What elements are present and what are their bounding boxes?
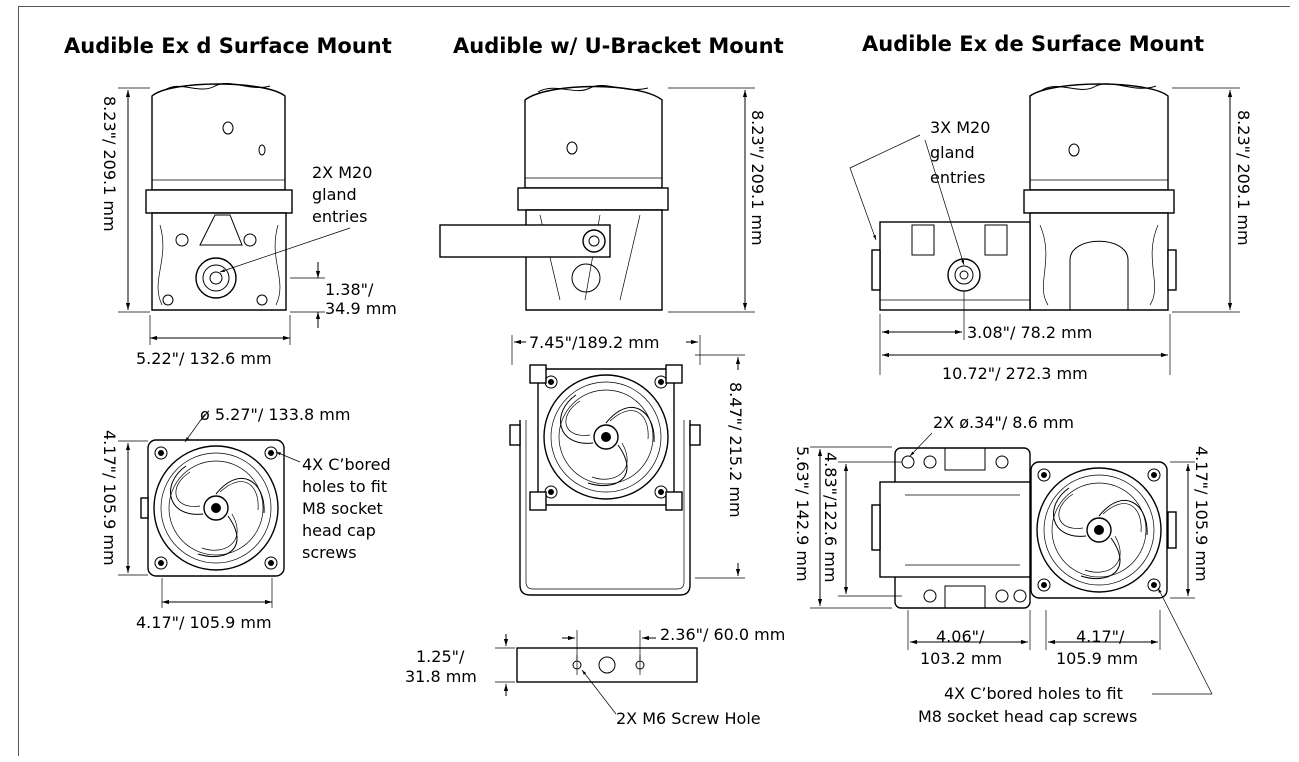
exd-gland-3: entries xyxy=(312,207,367,226)
exde-gland-offset: 3.08"/ 78.2 mm xyxy=(967,323,1092,342)
ubracket-hole-spacing: 2.36"/ 60.0 mm xyxy=(660,625,785,644)
exde-total-width: 10.72"/ 272.3 mm xyxy=(942,364,1088,383)
exde-mount-holes: 2X ø.34"/ 8.6 mm xyxy=(933,413,1074,432)
ubracket-plate xyxy=(516,647,698,683)
exde-height-dim: 8.23"/ 209.1 mm xyxy=(1234,110,1253,246)
exde-base-width-2: 105.9 mm xyxy=(1056,649,1138,668)
exd-gland-height-1: 1.38"/ xyxy=(325,280,374,299)
exd-dia-dim: ø 5.27"/ 133.8 mm xyxy=(200,405,350,424)
exde-top-view xyxy=(871,447,1177,609)
exd-holes-3: M8 socket xyxy=(302,499,383,518)
exde-overall-height: 5.63"/ 142.9 mm xyxy=(793,446,812,582)
exd-base-width: 4.17"/ 105.9 mm xyxy=(136,613,272,632)
ubracket-top-view xyxy=(509,364,701,596)
exd-holes-4: head cap xyxy=(302,521,376,540)
ubracket-bracket-height: 8.47"/ 215.2 mm xyxy=(726,382,745,518)
exde-gland-3: entries xyxy=(930,168,985,187)
exd-top-view xyxy=(140,439,285,577)
ubracket-plate-height-2: 31.8 mm xyxy=(405,667,477,686)
ubracket-screw-hole: 2X M6 Screw Hole xyxy=(616,709,761,728)
ubracket-front-view xyxy=(439,84,669,311)
title-ubracket: Audible w/ U-Bracket Mount xyxy=(453,34,784,58)
exd-base-height: 4.17"/ 105.9 mm xyxy=(100,430,119,566)
exde-inner-height: 4.83"/122.6 mm xyxy=(821,452,840,582)
exd-width-dim: 5.22"/ 132.6 mm xyxy=(136,349,272,368)
exd-holes-1: 4X C’bored xyxy=(302,455,391,474)
exde-holes-2: M8 socket head cap screws xyxy=(918,707,1137,726)
exde-gland-2: gland xyxy=(930,143,975,162)
exde-base-width-1: 4.17"/ xyxy=(1076,627,1125,646)
exd-height-dim: 8.23"/ 209.1 mm xyxy=(100,96,119,232)
ubracket-width-dim: 7.45"/189.2 mm xyxy=(529,333,659,352)
title-exde: Audible Ex de Surface Mount xyxy=(862,32,1204,56)
exde-gland-1: 3X M20 xyxy=(930,118,990,137)
exde-holes-1: 4X C’bored holes to fit xyxy=(944,684,1123,703)
exde-box-width-1: 4.06"/ xyxy=(936,627,985,646)
exd-gland-height-2: 34.9 mm xyxy=(325,299,397,318)
exd-gland-1: 2X M20 xyxy=(312,163,372,182)
exd-holes-5: screws xyxy=(302,543,357,562)
exd-front-view xyxy=(145,82,293,311)
exde-base-height: 4.17"/ 105.9 mm xyxy=(1192,446,1211,582)
ubracket-plate-height-1: 1.25"/ xyxy=(416,647,465,666)
ubracket-height-dim: 8.23"/ 209.1 mm xyxy=(748,110,767,246)
exde-front-view xyxy=(871,83,1177,311)
exd-gland-2: gland xyxy=(312,185,357,204)
exd-holes-2: holes to fit xyxy=(302,477,387,496)
title-exd: Audible Ex d Surface Mount xyxy=(64,34,392,58)
exde-box-width-2: 103.2 mm xyxy=(920,649,1002,668)
drawing-frame xyxy=(18,6,1290,756)
